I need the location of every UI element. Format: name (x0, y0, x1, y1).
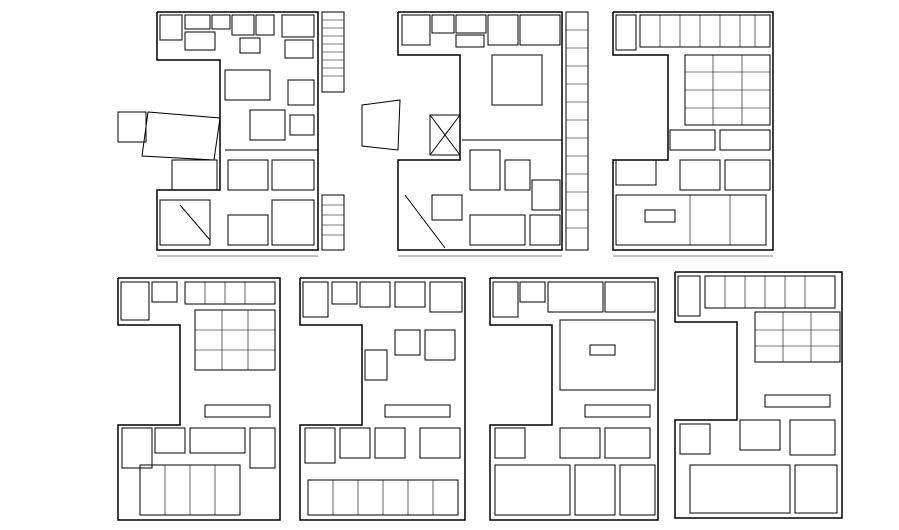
plan-top-left (117, 11, 345, 251)
plan-top-center (361, 11, 589, 251)
plan-top-right (612, 11, 774, 251)
plan-bottom-3 (489, 277, 659, 521)
plan-bottom-1 (117, 277, 281, 521)
plan-bottom-4 (674, 271, 843, 519)
plan-bottom-2 (299, 277, 466, 521)
